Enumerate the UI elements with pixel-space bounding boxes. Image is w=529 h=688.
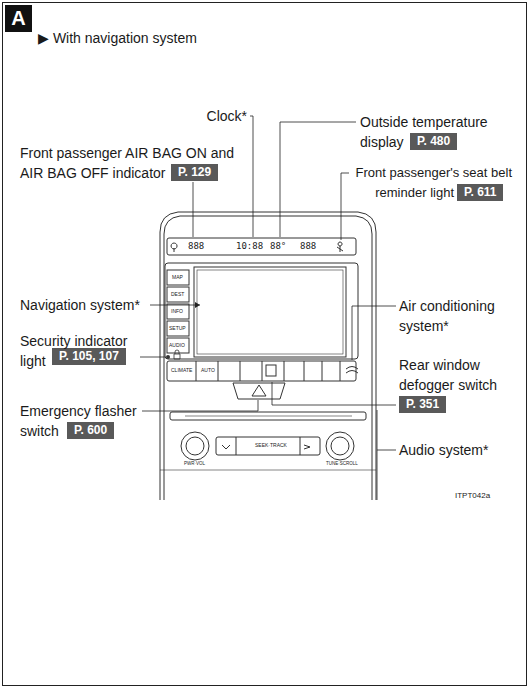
page-reference: P. 600 (67, 422, 114, 439)
button-label: AUTO (201, 368, 215, 373)
callout-label: Outside temperature display (360, 112, 502, 152)
callout-label: Front passenger AIR BAG ON and AIR BAG O… (20, 143, 244, 183)
callout-label: Rear window defogger switch (399, 355, 524, 395)
node-text: P. 611 (464, 185, 496, 199)
page-reference: P. 351 (399, 396, 446, 413)
page-reference: P. 105, 107 (52, 348, 126, 365)
callout-label: Emergency flasher switch (20, 401, 150, 441)
console-drawing (160, 212, 376, 500)
node-text: A (11, 7, 25, 29)
section-letter: A (5, 5, 32, 32)
node-text: P. 105, 107 (59, 349, 119, 363)
node-text: P. 480 (417, 134, 450, 148)
callout-label: Audio system* (399, 440, 488, 460)
button-label: SETUP (169, 326, 186, 331)
node-text: P. 351 (406, 397, 439, 411)
button-label: AUDIO (169, 343, 185, 348)
callout-label: Clock* (207, 106, 247, 126)
security-indicator (166, 355, 170, 359)
button-label: MAP (172, 275, 183, 280)
callout-label: Front passenger's seat belt reminder lig… (344, 163, 512, 203)
page-frame (3, 3, 527, 686)
button-label: SEEK·TRACK (255, 443, 287, 448)
node-text: P. 129 (178, 165, 211, 179)
lock-icon (174, 350, 180, 359)
button-label: CLIMATE (171, 368, 192, 373)
figure-code: ITPT042a (455, 492, 490, 500)
page-reference: P. 480 (410, 133, 457, 150)
display-digits: 10:88 (236, 242, 263, 251)
node-text: P. 600 (74, 423, 107, 437)
page-reference: P. 129 (171, 164, 218, 181)
display-digits: 888 (300, 242, 316, 251)
callout-label: Security indicator light (20, 331, 150, 371)
callout-label: Navigation system* (20, 295, 140, 315)
page-reference: P. 611 (457, 184, 503, 201)
button-label: DEST (171, 292, 184, 297)
leader-arrow (195, 302, 200, 308)
knob-label: TUNE·SCROLL (326, 462, 358, 467)
display-digits: 88° (270, 242, 286, 251)
callout-label: Air conditioning system* (399, 296, 524, 336)
section-heading: ▶ With navigation system (38, 28, 197, 48)
display-digits: 888 (188, 242, 204, 251)
inline-spacer (454, 196, 512, 197)
knob-label: PWR·VOL (184, 462, 205, 467)
button-label: INFO (171, 309, 183, 314)
